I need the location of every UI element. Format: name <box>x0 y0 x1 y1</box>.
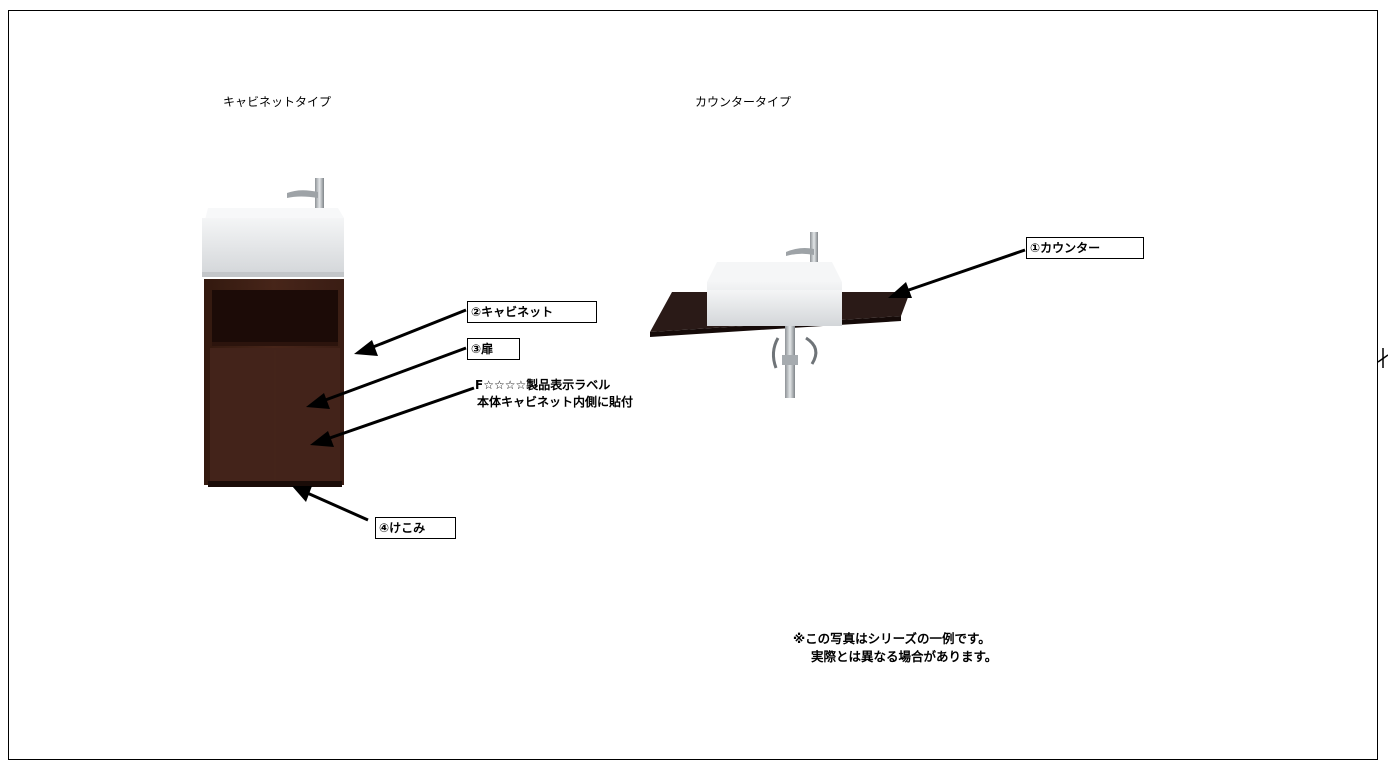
f-star-label-line1: F☆☆☆☆製品表示ラベル <box>475 378 611 392</box>
callout-cabinet: ②キャビネット <box>467 301 597 323</box>
disclaimer-line2: 実際とは異なる場合があります。 <box>811 649 998 664</box>
callout-arrows <box>292 248 1388 522</box>
counter-type-title: カウンタータイプ <box>695 95 792 109</box>
cabinet-type-title: キャビネットタイプ <box>223 95 332 109</box>
counter-type-image <box>650 232 910 398</box>
callout-door: ③扉 <box>467 338 520 360</box>
callout-kickplate: ④けこみ <box>375 517 456 539</box>
callout-counter: ①カウンター <box>1026 237 1144 259</box>
disclaimer-line1: ※この写真はシリーズの一例です。 <box>793 631 991 646</box>
f-star-label-line2: 本体キャビネット内側に貼付 <box>477 395 634 409</box>
product-illustrations <box>202 178 1388 522</box>
cabinet-type-image <box>202 178 344 487</box>
